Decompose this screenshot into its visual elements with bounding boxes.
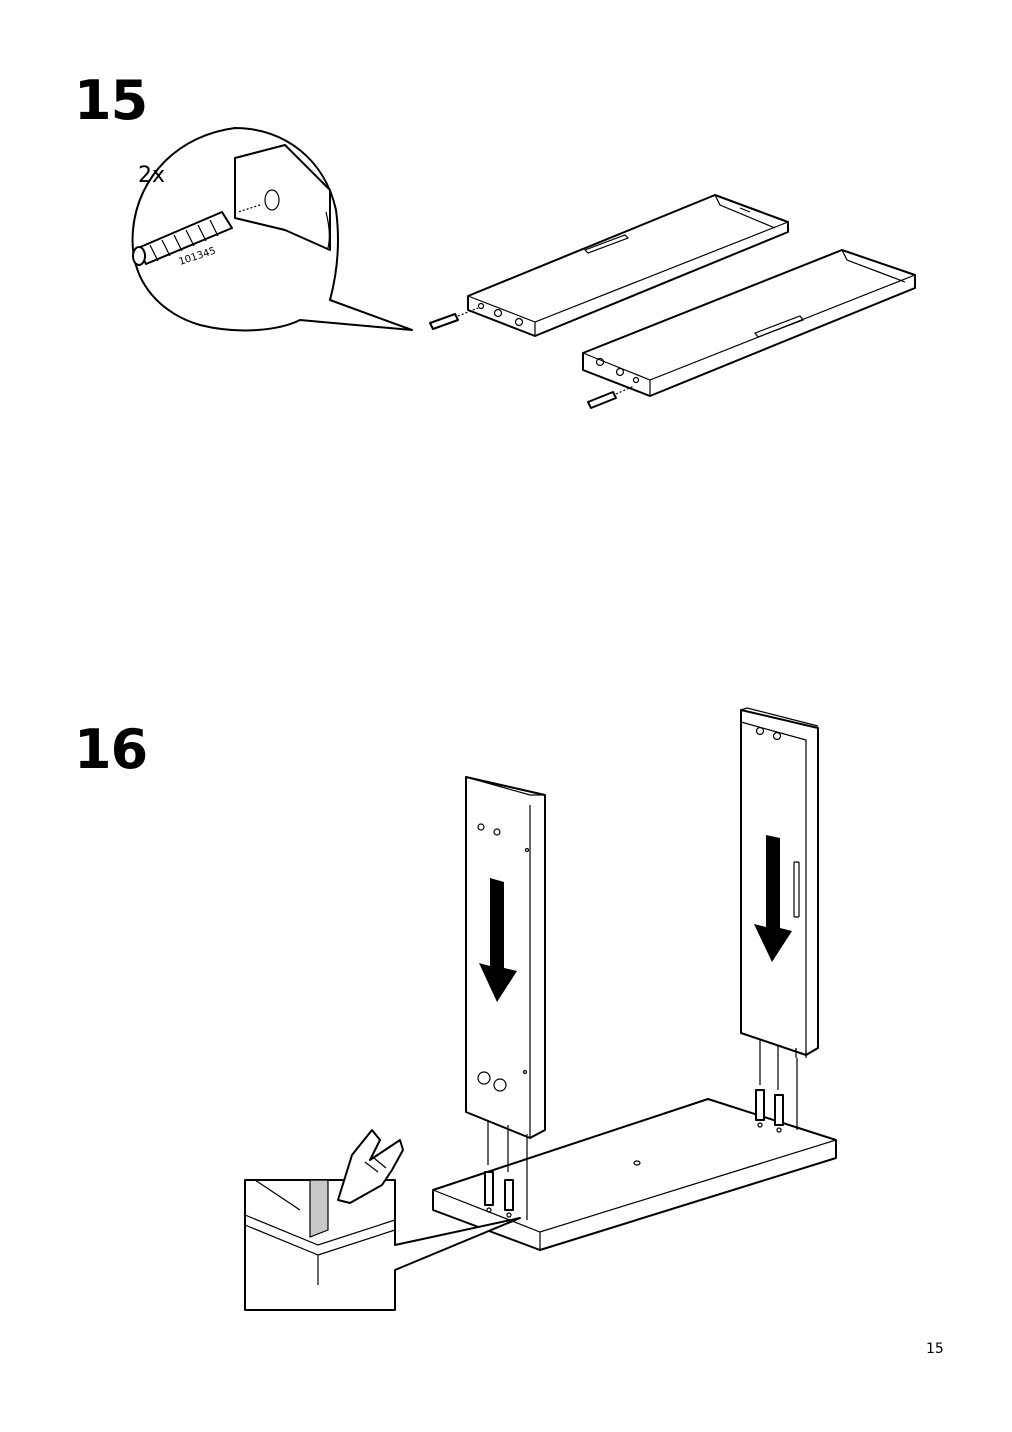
dowel-icon (755, 1040, 798, 1133)
shelf-board-icon (467, 194, 789, 337)
base-board-icon (432, 1098, 837, 1251)
page-number: 15 (926, 1341, 944, 1357)
pointing-hand-icon (337, 1129, 404, 1204)
shelf-board-icon (582, 249, 916, 397)
down-arrow-icon (754, 835, 792, 962)
dowel-icon (132, 211, 233, 266)
dowel-icon (429, 307, 479, 330)
step-number-15: 15 (74, 69, 148, 132)
side-panel-icon (465, 776, 546, 1145)
detail-callout-icon (131, 127, 413, 332)
detail-box-icon (244, 1179, 521, 1311)
quantity-label: 2x (138, 163, 165, 188)
dowel-icon (587, 385, 635, 409)
down-arrow-icon (479, 878, 517, 1002)
dowel-icon (484, 1120, 528, 1220)
panel-edge-detail (234, 144, 331, 251)
step-16-illustration (244, 707, 837, 1311)
step-15-illustration: 2x 101345 (131, 127, 916, 409)
step-number-16: 16 (74, 718, 148, 781)
